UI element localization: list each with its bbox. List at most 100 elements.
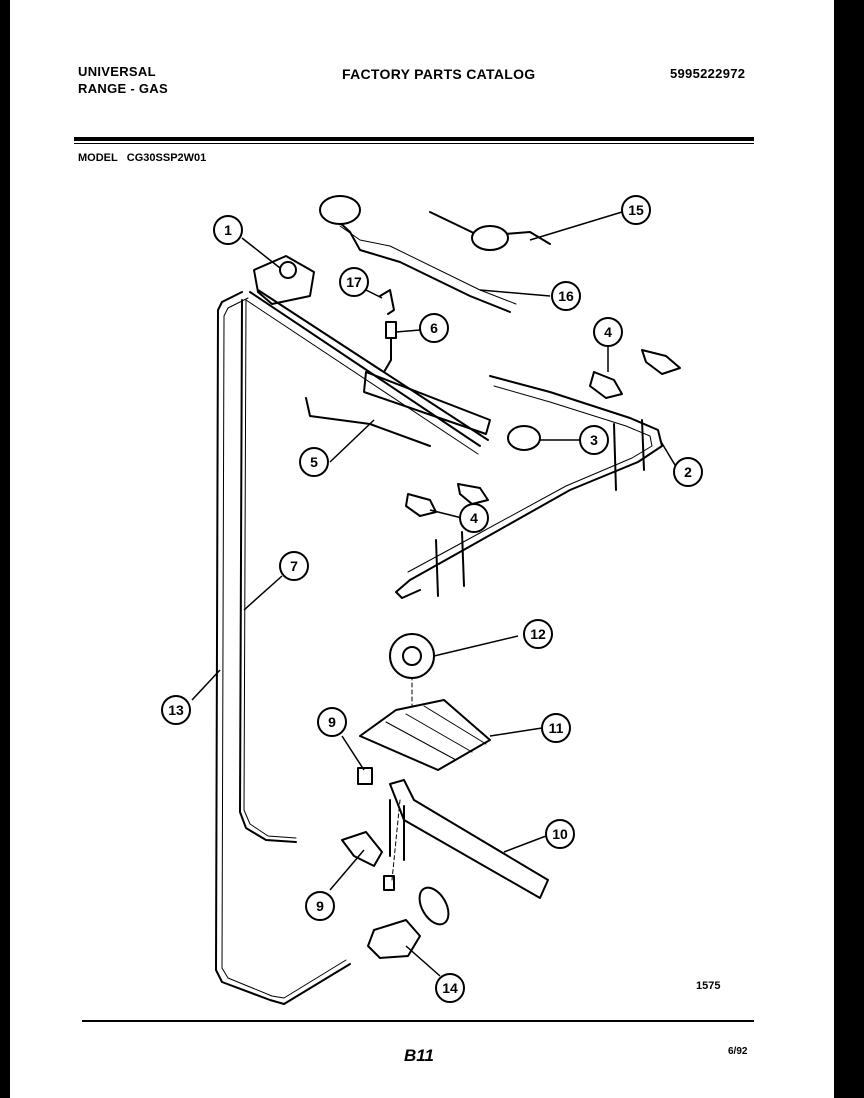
svg-text:17: 17 (346, 274, 362, 290)
svg-text:9: 9 (316, 898, 324, 914)
oven-burner-10-tube (389, 799, 405, 861)
thermostat-3-body (363, 371, 491, 435)
callout-11: 11 (541, 713, 571, 743)
valve-4-lower-a (405, 493, 437, 517)
leader-17 (365, 289, 383, 299)
igniter-9-lower (341, 831, 383, 867)
tube-13-inner (221, 297, 347, 999)
tube-7-inner (243, 299, 297, 839)
part-number: 5995222972 (670, 66, 746, 81)
svg-text:12: 12 (530, 626, 546, 642)
page-number: B11 (404, 1046, 434, 1065)
catalog-sheet: UNIVERSAL RANGE - GAS FACTORY PARTS CATA… (10, 0, 834, 1098)
callout-5: 5 (299, 447, 329, 477)
leader-6 (395, 329, 421, 333)
safety-valve-14-cap (418, 886, 450, 926)
flame-spreader-11 (359, 699, 491, 771)
callout-2: 2 (673, 457, 703, 487)
callout-4-upper: 4 (593, 317, 623, 347)
leader-13 (191, 669, 221, 701)
svg-text:4: 4 (604, 324, 612, 340)
callout-7: 7 (279, 551, 309, 581)
valve-4-upper-b (641, 349, 681, 375)
svg-text:16: 16 (558, 288, 574, 304)
manifold-pipe-2 (395, 375, 663, 599)
control-1 (253, 255, 315, 305)
callout-6: 6 (419, 313, 449, 343)
leader-4-lower (429, 509, 463, 519)
svg-text:13: 13 (168, 702, 184, 718)
svg-text:1: 1 (224, 222, 232, 238)
manifold-pipe-2-inner (407, 385, 653, 573)
bracket-2 (435, 419, 645, 597)
svg-text:3: 3 (590, 432, 598, 448)
figure-number: 1575 (696, 980, 721, 992)
bracket-5 (305, 397, 431, 447)
header-rule-thick (74, 137, 754, 141)
svg-text:6: 6 (430, 320, 438, 336)
model-number: CG30SSP2W01 (126, 152, 207, 164)
callout-9-lower: 9 (305, 891, 335, 921)
callout-13: 13 (161, 695, 191, 725)
burner-head-15 (471, 225, 509, 251)
leader-9-lower (329, 849, 365, 891)
svg-text:5: 5 (310, 454, 318, 470)
leader-16 (479, 289, 551, 297)
burner-head-16 (319, 195, 361, 225)
header-rule-thin (74, 143, 754, 144)
safety-valve-14 (367, 919, 421, 959)
svg-text:11: 11 (549, 720, 564, 736)
leader-9-upper (341, 735, 365, 771)
tube-7 (239, 299, 297, 843)
callout-15: 15 (621, 195, 651, 225)
callout-4-lower: 4 (459, 503, 489, 533)
orifice-14 (383, 875, 395, 891)
valve-4-upper-a (589, 371, 623, 399)
product-type: RANGE - GAS (78, 81, 168, 96)
svg-text:4: 4 (470, 510, 478, 526)
svg-text:14: 14 (442, 980, 458, 996)
manifold-5 (249, 291, 481, 447)
valve-6 (385, 321, 397, 339)
revision-date: 6/92 (728, 1046, 748, 1057)
catalog-title: FACTORY PARTS CATALOG (342, 66, 536, 82)
brand-name: UNIVERSAL (78, 64, 156, 79)
oven-burner-10 (389, 779, 549, 899)
valve-6-stem (383, 337, 392, 373)
leader-14 (405, 945, 441, 977)
svg-text:2: 2 (684, 464, 692, 480)
footer-rule (82, 1020, 754, 1022)
leader-1 (241, 237, 281, 269)
manifold-5-edge (245, 299, 479, 455)
callout-12: 12 (523, 619, 553, 649)
svg-text:9: 9 (328, 714, 336, 730)
thermostat-3-knob (507, 425, 541, 451)
leader-5 (329, 419, 375, 463)
callout-16: 16 (551, 281, 581, 311)
svg-text:15: 15 (628, 202, 644, 218)
cooktop-line-16 (323, 207, 511, 313)
callout-17: 17 (339, 267, 369, 297)
callout-14: 14 (435, 973, 465, 1003)
callout-9-upper: 9 (317, 707, 347, 737)
callout-1: 1 (213, 215, 243, 245)
model-line: MODEL CG30SSP2W01 (78, 152, 212, 164)
cooktop-line-16b (339, 225, 517, 305)
callout-3: 3 (579, 425, 609, 455)
svg-text:7: 7 (290, 558, 298, 574)
bracket-9-upper (357, 767, 373, 785)
leader-15 (529, 211, 623, 241)
manifold-5-lower (257, 289, 489, 441)
burner-cap-12-inner (402, 646, 422, 666)
leader-12 (433, 635, 519, 657)
leader-10 (503, 835, 547, 853)
callout-10: 10 (545, 819, 575, 849)
flame-spreader-11-ribs (385, 705, 487, 761)
svg-text:10: 10 (552, 826, 568, 842)
leader-11 (489, 727, 543, 737)
exploded-parts-diagram: 1 15 17 16 6 4 3 2 5 4 7 12 13 9 11 10 9… (161, 195, 703, 1005)
valve-4-lower-b (457, 483, 489, 505)
bracket-17 (379, 289, 395, 315)
dash-line-valve (391, 799, 401, 881)
tube-13 (215, 291, 351, 1005)
